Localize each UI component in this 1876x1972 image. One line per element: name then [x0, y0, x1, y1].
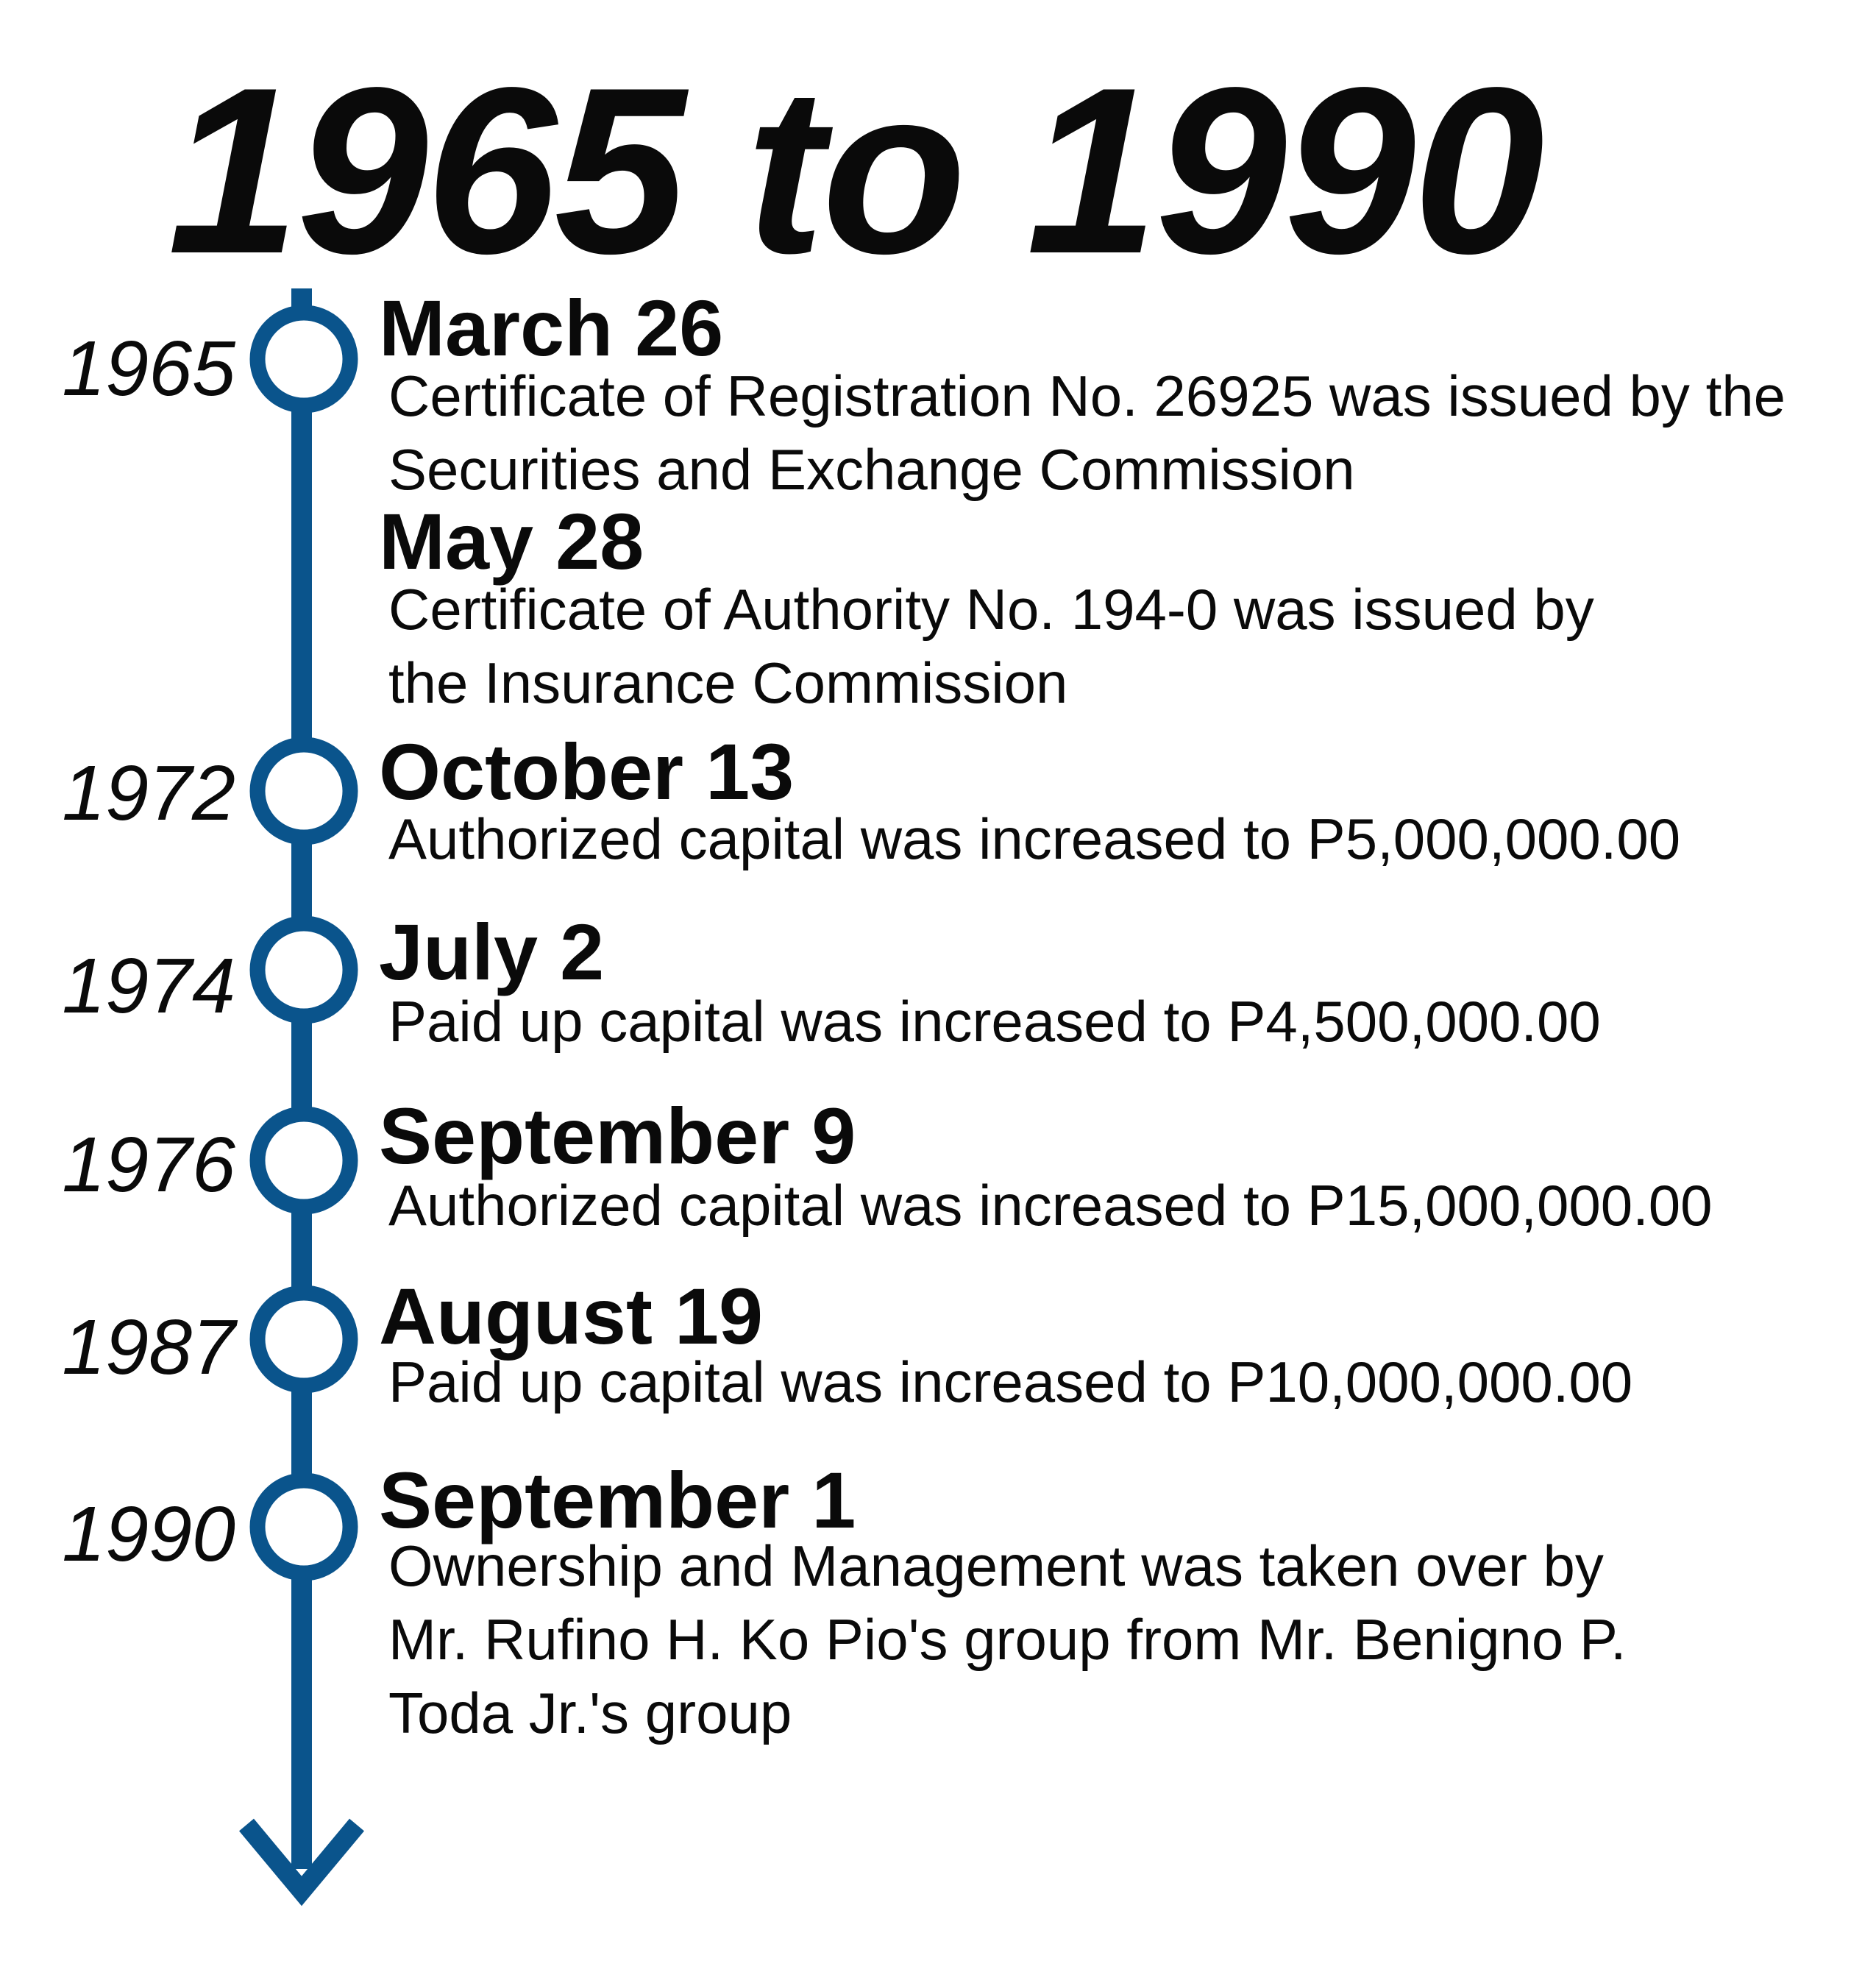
event-date: May 28 [379, 497, 644, 586]
event-description: Certificate of Authority No. 194-0 was i… [388, 577, 1594, 715]
event-description: Authorized capital was increased to P5,0… [388, 806, 1681, 871]
page-title: 1965 to 1990 [168, 39, 1544, 303]
timeline-node-1972 [249, 737, 358, 845]
event-date: September 1 [379, 1455, 856, 1544]
event-date: July 2 [379, 907, 605, 996]
timeline-node-1976 [249, 1106, 358, 1215]
event-year: 1965 [62, 325, 235, 412]
timeline-node-1987 [249, 1285, 358, 1394]
event-date: March 26 [379, 283, 724, 372]
event-year: 1972 [62, 750, 235, 837]
event-description: Authorized capital was increased to P15,… [388, 1173, 1713, 1238]
event-description: Ownership and Management was taken over … [388, 1533, 1627, 1745]
event-year: 1987 [62, 1304, 235, 1391]
event-description: Certificate of Registration No. 26925 wa… [388, 363, 1786, 502]
timeline-node-1974 [249, 915, 358, 1024]
event-date: October 13 [379, 727, 795, 816]
event-year: 1976 [62, 1121, 235, 1208]
event-year: 1974 [62, 943, 235, 1029]
timeline-arrowhead [239, 1818, 364, 1907]
event-description: Paid up capital was increased to P10,000… [388, 1349, 1633, 1414]
timeline-node-1990 [249, 1472, 358, 1581]
event-date: September 9 [379, 1091, 856, 1180]
event-date: August 19 [379, 1271, 764, 1361]
event-description: Paid up capital was increased to P4,500,… [388, 989, 1601, 1054]
event-year: 1990 [62, 1491, 235, 1578]
timeline-node-1965 [249, 305, 358, 414]
